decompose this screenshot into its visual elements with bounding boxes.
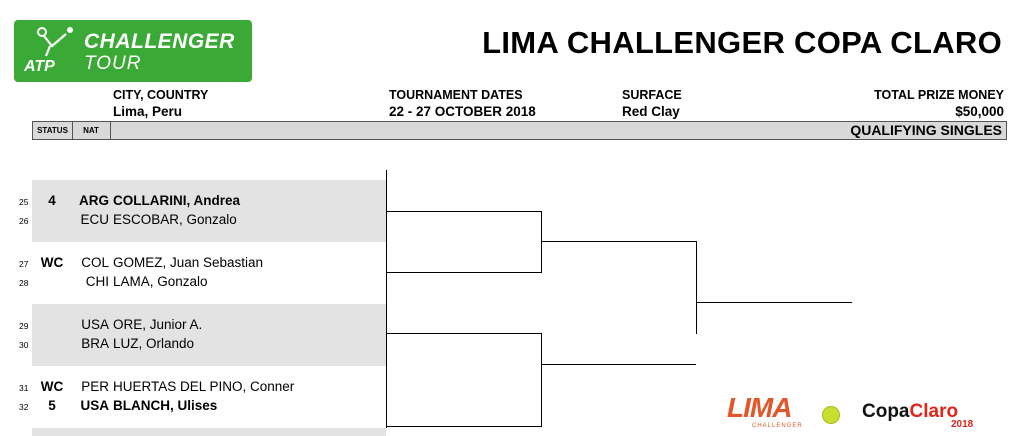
tennis-ball-icon bbox=[822, 406, 840, 424]
tennis-player-icon bbox=[37, 27, 73, 57]
player-name: GOMEZ, Juan Sebastian bbox=[113, 255, 264, 270]
dates-value: 22 - 27 OCTOBER 2018 bbox=[389, 104, 536, 119]
player-nationality: COL bbox=[81, 255, 109, 270]
claro-text: Claro bbox=[909, 401, 959, 422]
nat-column-header: NAT bbox=[72, 122, 111, 139]
bracket-line bbox=[386, 272, 541, 273]
player-name: COLLARINI, Andrea bbox=[113, 193, 241, 208]
player-seed-status: WC bbox=[40, 379, 64, 394]
draw-line-number: 32 bbox=[19, 402, 29, 412]
player-name: HUERTAS DEL PINO, Conner bbox=[113, 379, 295, 394]
lima-challenger-logo: LIMA bbox=[727, 392, 792, 423]
draw-entry: 5 USA BLANCH, Ulises bbox=[32, 397, 386, 415]
surface-label: SURFACE bbox=[622, 88, 682, 102]
atp-challenger-tour-logo: ATP CHALLENGER TOUR bbox=[14, 20, 252, 82]
draw-entry: CHI LAMA, Gonzalo bbox=[32, 273, 386, 291]
player-nationality: ARG bbox=[79, 193, 109, 208]
bracket-line bbox=[386, 211, 541, 212]
bracket-line bbox=[696, 302, 852, 303]
player-seed-status: 4 bbox=[48, 193, 56, 208]
bracket-line bbox=[541, 364, 696, 365]
copa-text: Copa bbox=[862, 401, 910, 422]
bracket-line bbox=[541, 333, 542, 427]
copa-claro-year: 2018 bbox=[951, 419, 974, 430]
draw-entry: 4 ARG COLLARINI, Andrea bbox=[32, 192, 386, 210]
city-value: Lima, Peru bbox=[113, 104, 183, 119]
bracket-line bbox=[696, 241, 697, 334]
draw-line-number: 29 bbox=[19, 321, 29, 331]
bracket-line bbox=[541, 211, 542, 273]
player-nationality: PER bbox=[81, 379, 109, 394]
section-title: QUALIFYING SINGLES bbox=[850, 122, 1002, 138]
draw-line-number: 28 bbox=[19, 278, 29, 288]
draw-line-number: 27 bbox=[19, 259, 29, 269]
bracket-line bbox=[541, 241, 696, 242]
player-nationality: USA bbox=[81, 317, 109, 332]
copa-claro-logo: CopaClaro bbox=[862, 401, 958, 423]
draw-entry: BRA LUZ, Orlando bbox=[32, 335, 386, 353]
draw-line-number: 31 bbox=[19, 383, 29, 393]
dates-label: TOURNAMENT DATES bbox=[389, 88, 523, 102]
bracket-line bbox=[386, 170, 387, 428]
logo-challenger-text: CHALLENGER bbox=[84, 30, 235, 53]
match-block bbox=[32, 304, 386, 366]
draw-entry: WC PER HUERTAS DEL PINO, Conner bbox=[32, 378, 386, 396]
player-nationality: ECU bbox=[80, 212, 109, 227]
city-label: CITY, COUNTRY bbox=[113, 88, 209, 102]
draw-entry: USA ORE, Junior A. bbox=[32, 316, 386, 334]
draw-entry: WC COL GOMEZ, Juan Sebastian bbox=[32, 254, 386, 272]
player-name: ORE, Junior A. bbox=[113, 317, 203, 332]
status-column-header: STATUS bbox=[33, 122, 73, 139]
player-seed-status: WC bbox=[40, 255, 64, 270]
player-name: BLANCH, Ulises bbox=[113, 398, 218, 413]
draw-entry: ECU ESCOBAR, Gonzalo bbox=[32, 211, 386, 229]
player-nationality: BRA bbox=[81, 336, 109, 351]
logo-atp-text: ATP bbox=[24, 58, 55, 75]
logo-tour-text: TOUR bbox=[84, 53, 142, 74]
draw-line-number: 25 bbox=[19, 197, 29, 207]
draw-line-number: 26 bbox=[19, 216, 29, 226]
prize-value: $50,000 bbox=[955, 104, 1004, 119]
bracket-line bbox=[386, 426, 541, 427]
bracket-line bbox=[386, 333, 541, 334]
player-name: LUZ, Orlando bbox=[113, 336, 195, 351]
player-nationality: CHI bbox=[85, 274, 109, 289]
match-block bbox=[32, 180, 386, 242]
tournament-title: LIMA CHALLENGER COPA CLARO bbox=[482, 25, 1002, 60]
draw-line-number: 30 bbox=[19, 340, 29, 350]
draw-header-bar: STATUS NAT QUALIFYING SINGLES bbox=[32, 121, 1007, 140]
player-seed-status: 5 bbox=[48, 398, 56, 413]
prize-label: TOTAL PRIZE MONEY bbox=[874, 88, 1004, 102]
surface-value: Red Clay bbox=[622, 104, 680, 119]
player-name: LAMA, Gonzalo bbox=[113, 274, 208, 289]
player-nationality: USA bbox=[80, 398, 109, 413]
match-block bbox=[32, 428, 386, 436]
lima-challenger-subtext: CHALLENGER bbox=[752, 423, 803, 429]
player-name: ESCOBAR, Gonzalo bbox=[113, 212, 237, 227]
